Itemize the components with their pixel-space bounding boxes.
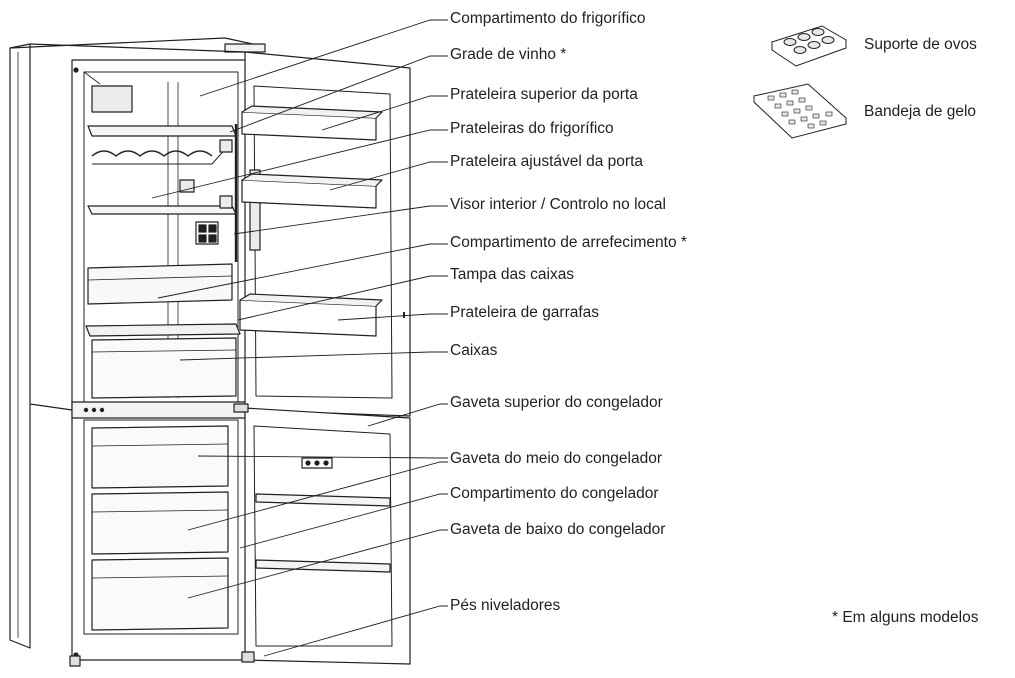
cabinet-body (9, 37, 266, 667)
egg-holder-icon (770, 25, 848, 67)
label-egg-holder: Suporte de ovos (864, 36, 977, 53)
label-adjustable-door-shelf: Prateleira ajustável da porta (450, 153, 644, 170)
label-upper-door-shelf: Prateleira superior da porta (450, 86, 638, 103)
leader-lines (151, 19, 448, 657)
label-fridge-compartment: Compartimento do frigorífico (450, 10, 646, 27)
label-ice-tray: Bandeja de gelo (864, 103, 977, 120)
label-display-control: Visor interior / Controlo no local (450, 196, 666, 213)
label-crisper-cover: Tampa das caixas (450, 266, 575, 283)
fridge-door (234, 51, 411, 417)
label-freezer-top-drawer: Gaveta superior do congelador (450, 394, 663, 411)
label-freezer-compartment: Compartimento do congelador (450, 485, 659, 502)
label-crisper-boxes: Caixas (450, 342, 498, 359)
label-freezer-bottom-drawer: Gaveta de baixo do congelador (450, 521, 666, 538)
label-fridge-shelves: Prateleiras do frigorífico (450, 120, 614, 137)
label-leveling-feet: Pés niveladores (450, 597, 561, 614)
label-freezer-middle-drawer: Gaveta do meio do congelador (450, 450, 662, 467)
ice-tray-icon (752, 83, 848, 139)
label-chiller-compartment: Compartimento de arrefecimento * (450, 234, 687, 251)
label-bottle-shelf: Prateleira de garrafas (450, 304, 600, 321)
footnote: * Em alguns modelos (832, 609, 979, 626)
label-wine-rack: Grade de vinho * (450, 46, 567, 63)
freezer-door (233, 403, 411, 665)
